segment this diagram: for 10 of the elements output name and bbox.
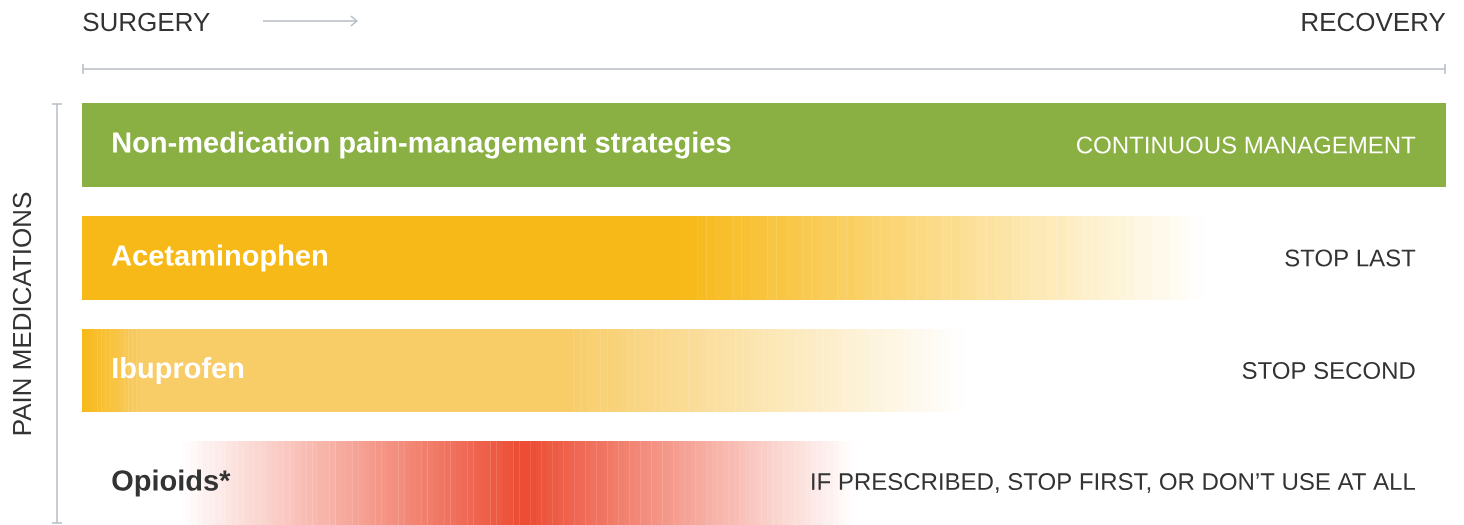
status-label: STOP LAST (1285, 249, 1416, 267)
axis-label: PAIN MEDICATIONS (12, 192, 32, 435)
node-label: Opioids* (112, 469, 231, 497)
medication-bar: Acetaminophen (82, 216, 1206, 300)
status-label: IF PRESCRIBED, STOP FIRST, OR DON’T USE AT ALL (812, 473, 1415, 493)
medication-bar: Non-medication pain-management strategies CONTINUOUS MANAGEMENT (82, 103, 1446, 187)
medication-bar: Ibuprofen (82, 329, 966, 412)
axis-label: SURGERY (83, 12, 210, 32)
status-label: STOP SECOND (1242, 362, 1415, 379)
axis-label: RECOVERY (1302, 12, 1446, 32)
